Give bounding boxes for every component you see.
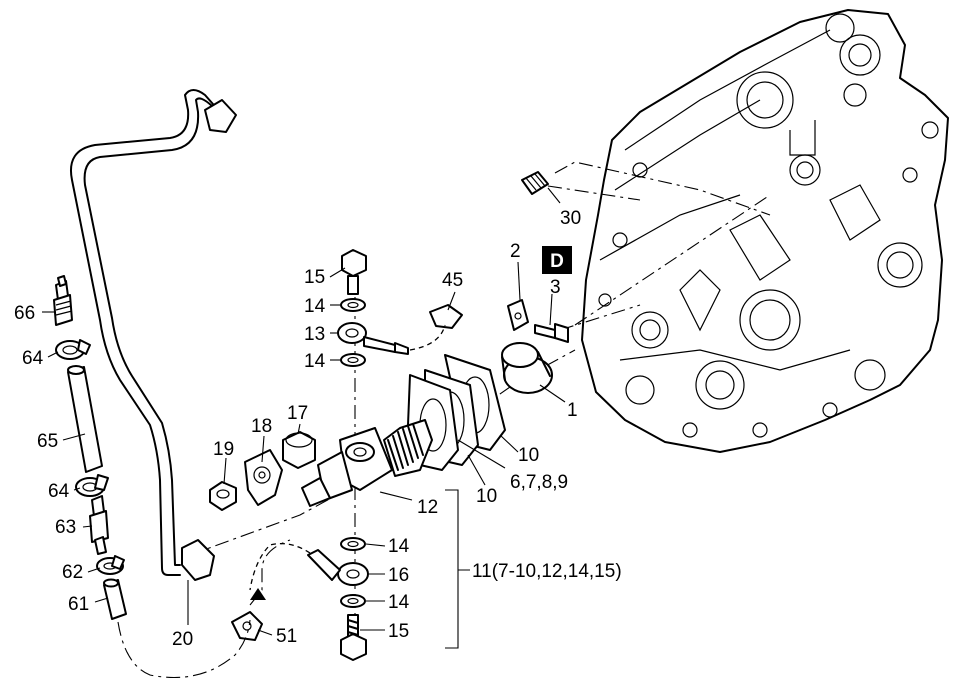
part-16-banjo	[307, 549, 369, 586]
part-62-clamp	[96, 555, 125, 575]
part-1-bush	[501, 342, 553, 394]
label-15-bottom: 15	[388, 621, 409, 642]
label-6-7-8-9: 6,7,8,9	[510, 472, 568, 493]
part-14-washer-c	[340, 537, 366, 551]
label-51: 51	[276, 626, 297, 647]
label-14-c: 14	[388, 536, 410, 557]
label-19: 19	[213, 439, 234, 460]
part-19-nut	[209, 481, 237, 511]
label-18: 18	[251, 416, 272, 437]
label-10-right: 10	[518, 445, 539, 466]
part-3-screw	[534, 323, 569, 343]
part-64-clamp-top	[55, 339, 91, 360]
label-30: 30	[560, 208, 581, 229]
part-13-banjo	[337, 322, 409, 355]
label-15-top: 15	[304, 267, 325, 288]
part-14-washer-b	[340, 353, 366, 367]
d-marker-box	[542, 246, 572, 274]
part-51-clip	[231, 611, 263, 641]
label-13: 13	[304, 324, 325, 345]
label-14-a: 14	[304, 296, 326, 317]
part-63-fitting	[89, 495, 109, 555]
transmission-housing	[581, 9, 949, 453]
label-14-d: 14	[388, 592, 410, 613]
label-D: D	[550, 251, 564, 272]
label-2: 2	[510, 241, 521, 262]
label-12: 12	[417, 497, 438, 518]
part-18-bracket	[244, 449, 283, 506]
label-1: 1	[567, 400, 578, 421]
part-17-nut	[282, 431, 316, 469]
part-45-clip	[429, 304, 463, 329]
part-12-pump	[301, 419, 433, 507]
part-30-plug	[521, 171, 549, 195]
label-17: 17	[287, 403, 308, 424]
label-16: 16	[388, 565, 409, 586]
part-61-sleeve	[103, 578, 127, 620]
part-15-bolt-top	[341, 249, 367, 295]
part-15-bolt-bottom	[340, 614, 367, 661]
leader-lines	[42, 187, 566, 636]
label-61: 61	[68, 594, 89, 615]
label-62: 62	[62, 562, 83, 583]
part-65-hose	[67, 365, 103, 473]
part-2-clamp	[507, 299, 529, 331]
label-14-b: 14	[304, 351, 326, 372]
group-11-bracket	[445, 489, 470, 649]
label-64-bottom: 64	[48, 481, 70, 502]
label-11-group: 11(7-10,12,14,15)	[472, 561, 622, 582]
label-3: 3	[550, 277, 561, 298]
part-14-washer-a	[340, 298, 366, 312]
label-20: 20	[172, 629, 193, 650]
part-14-washer-d	[340, 594, 366, 608]
part-20-pipe	[70, 89, 237, 581]
label-10-left: 10	[476, 486, 497, 507]
label-65: 65	[37, 431, 58, 452]
part-64-clamp-bottom	[75, 474, 109, 497]
part-labels: D 30 2 3 1 45 15 14 13 14 17 18 19 12 10…	[14, 208, 622, 650]
label-63: 63	[55, 517, 76, 538]
label-45: 45	[442, 270, 463, 291]
label-64-top: 64	[22, 348, 44, 369]
part-66-fitting	[53, 275, 73, 326]
label-66: 66	[14, 303, 35, 324]
